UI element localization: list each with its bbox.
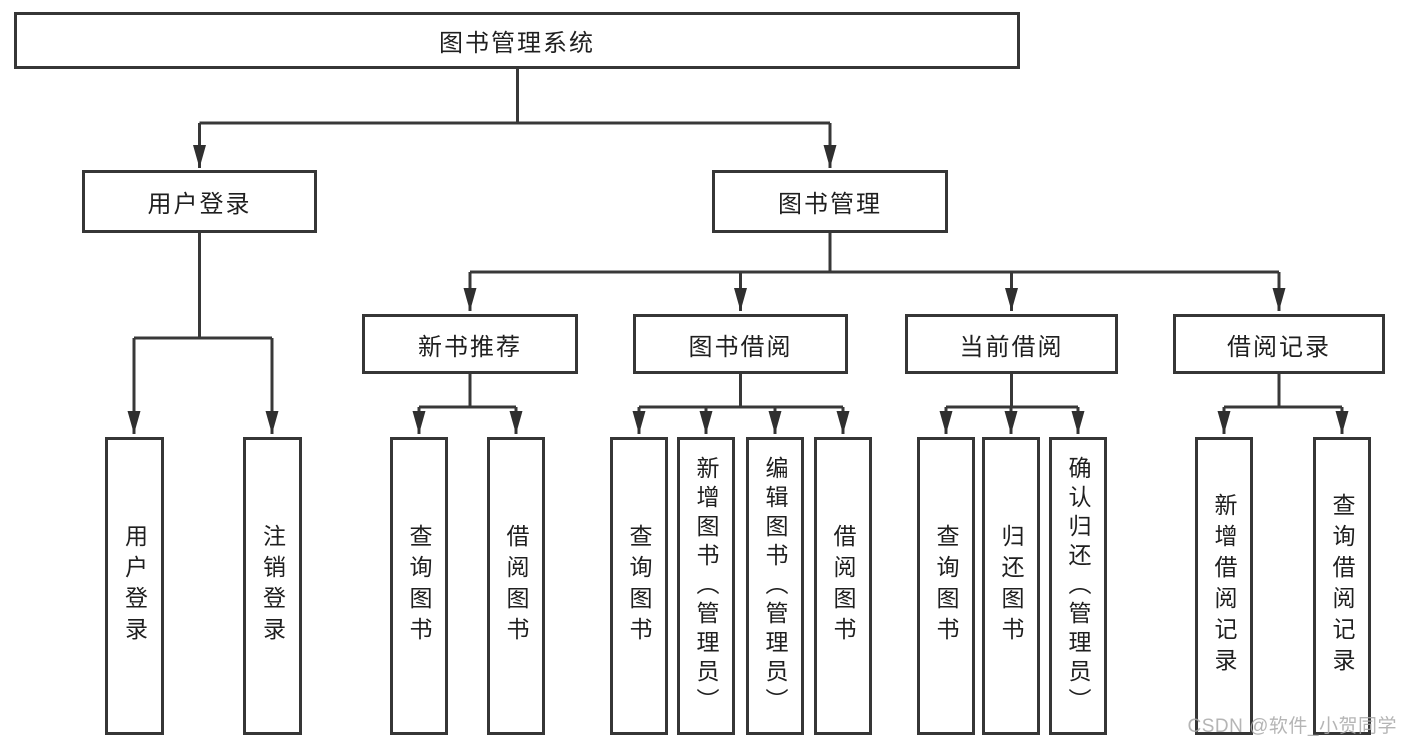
leaf-borrow-add-book-admin-label: 新增图书（管理员） (693, 455, 719, 717)
node-root-label: 图书管理系统 (439, 30, 595, 57)
leaf-logout-login-label: 注销登录 (259, 524, 286, 648)
leaf-borrow-edit-book-admin: 编辑图书（管理员） (746, 437, 804, 735)
leaf-current-return-book-label: 归还图书 (998, 524, 1024, 648)
leaf-recommend-query-book: 查询图书 (390, 437, 448, 735)
node-root: 图书管理系统 (14, 12, 1020, 69)
watermark: CSDN @软件_小贺同学 (1187, 716, 1397, 737)
leaf-borrow-query-book-label: 查询图书 (626, 524, 652, 648)
node-book-borrow: 图书借阅 (633, 314, 848, 374)
leaf-borrow-edit-book-admin-label: 编辑图书（管理员） (762, 455, 788, 717)
leaf-recommend-borrow-book: 借阅图书 (487, 437, 545, 735)
node-new-book-recommend: 新书推荐 (362, 314, 578, 374)
leaf-record-add-borrow-record-label: 新增借阅记录 (1211, 493, 1237, 679)
node-current-borrow: 当前借阅 (905, 314, 1118, 374)
leaf-borrow-borrow-book: 借阅图书 (814, 437, 872, 735)
node-new-book-recommend-label: 新书推荐 (418, 333, 522, 361)
leaf-logout-login: 注销登录 (243, 437, 302, 735)
node-user-login-label: 用户登录 (147, 191, 252, 218)
leaf-user-login-label: 用户登录 (121, 524, 148, 648)
leaf-record-add-borrow-record: 新增借阅记录 (1195, 437, 1253, 735)
leaf-current-return-book: 归还图书 (982, 437, 1040, 735)
node-book-borrow-label: 图书借阅 (688, 333, 793, 361)
leaf-user-login: 用户登录 (105, 437, 164, 735)
leaf-recommend-borrow-book-label: 借阅图书 (503, 524, 529, 648)
node-user-login: 用户登录 (82, 170, 317, 233)
leaf-recommend-query-book-label: 查询图书 (406, 524, 432, 648)
leaf-borrow-add-book-admin: 新增图书（管理员） (677, 437, 735, 735)
node-book-management-label: 图书管理 (778, 191, 882, 218)
node-current-borrow-label: 当前借阅 (959, 333, 1064, 361)
leaf-current-query-book: 查询图书 (917, 437, 975, 735)
leaf-record-query-borrow-record-label: 查询借阅记录 (1329, 493, 1355, 679)
leaf-borrow-query-book: 查询图书 (610, 437, 668, 735)
node-borrow-record: 借阅记录 (1173, 314, 1385, 374)
leaf-current-query-book-label: 查询图书 (933, 524, 959, 648)
leaf-current-confirm-return-admin: 确认归还（管理员） (1049, 437, 1107, 735)
leaf-record-query-borrow-record: 查询借阅记录 (1313, 437, 1371, 735)
node-book-management: 图书管理 (712, 170, 948, 233)
node-borrow-record-label: 借阅记录 (1227, 333, 1331, 361)
leaf-current-confirm-return-admin-label: 确认归还（管理员） (1065, 455, 1091, 717)
leaf-borrow-borrow-book-label: 借阅图书 (830, 524, 856, 648)
